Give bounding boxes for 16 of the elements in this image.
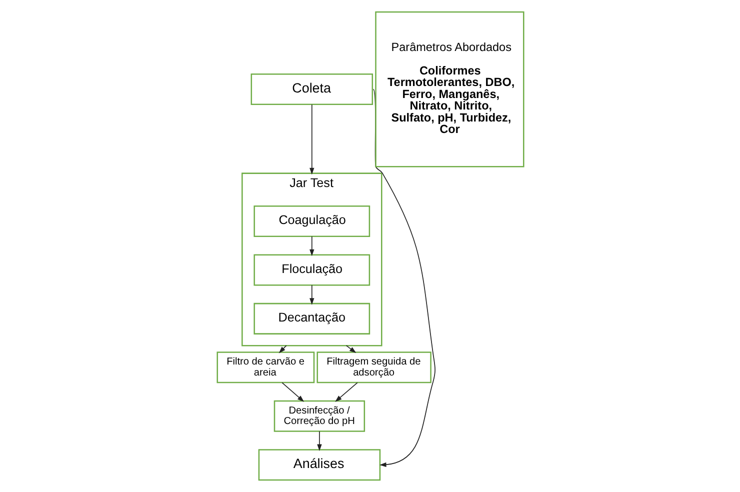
node-box: Desinfecção / Correção do pH xyxy=(273,400,365,432)
arrow xyxy=(309,236,314,256)
arrow xyxy=(334,382,358,402)
node-box: Análises xyxy=(258,449,380,481)
node-box: Floculação xyxy=(253,254,370,286)
arrow xyxy=(309,284,314,305)
arrow xyxy=(309,104,314,175)
node-box: Filtragem seguida de adsorção xyxy=(316,352,431,384)
node-box: Coleta xyxy=(250,74,373,106)
arrow xyxy=(281,382,304,402)
arrow xyxy=(345,345,356,354)
arrow xyxy=(316,430,322,452)
node-box: Filtro de carvão e areia xyxy=(216,352,314,384)
node-box: Coagulação xyxy=(253,205,370,237)
node-box: Parâmetros Abordados Coliformes Termotolerantes, DBO, Ferro, Manganês, Nitrato, Nitrito, Sulfato, pH, Turbidez, Cor xyxy=(374,11,524,168)
node-box: Decantação xyxy=(253,302,370,334)
